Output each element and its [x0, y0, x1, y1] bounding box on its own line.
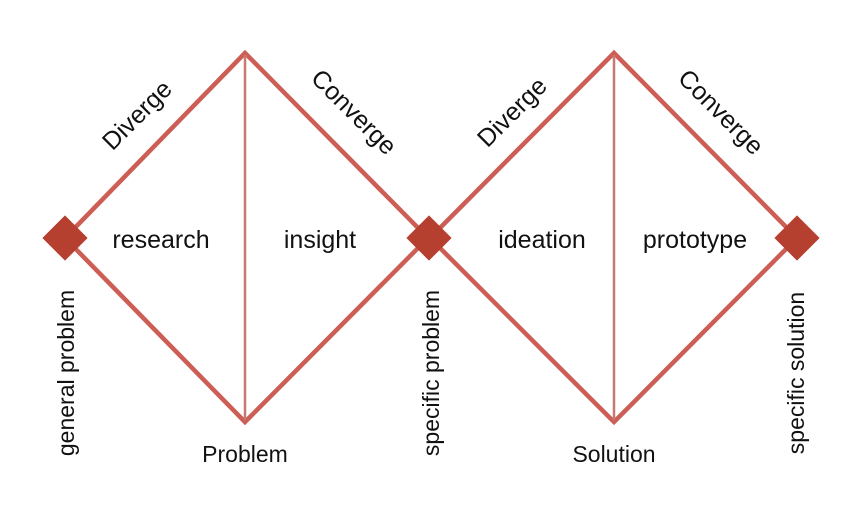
ideation-label: ideation — [498, 226, 586, 254]
solution-diverge-label: Diverge — [472, 72, 553, 153]
specific-solution-label: specific solution — [783, 292, 809, 454]
general-problem-label: general problem — [53, 290, 79, 456]
general-problem-marker — [42, 215, 88, 261]
problem-diverge-label: Diverge — [97, 75, 178, 156]
problem-title: Problem — [202, 441, 288, 467]
specific-solution-marker — [774, 215, 820, 261]
specific-problem-label: specific problem — [418, 290, 444, 456]
problem-converge-label: Converge — [305, 64, 401, 160]
research-label: research — [112, 226, 209, 254]
solution-title: Solution — [572, 441, 655, 467]
prototype-label: prototype — [643, 226, 747, 254]
specific-problem-marker — [406, 215, 452, 261]
insight-label: insight — [284, 226, 356, 254]
solution-converge-label: Converge — [672, 64, 768, 160]
